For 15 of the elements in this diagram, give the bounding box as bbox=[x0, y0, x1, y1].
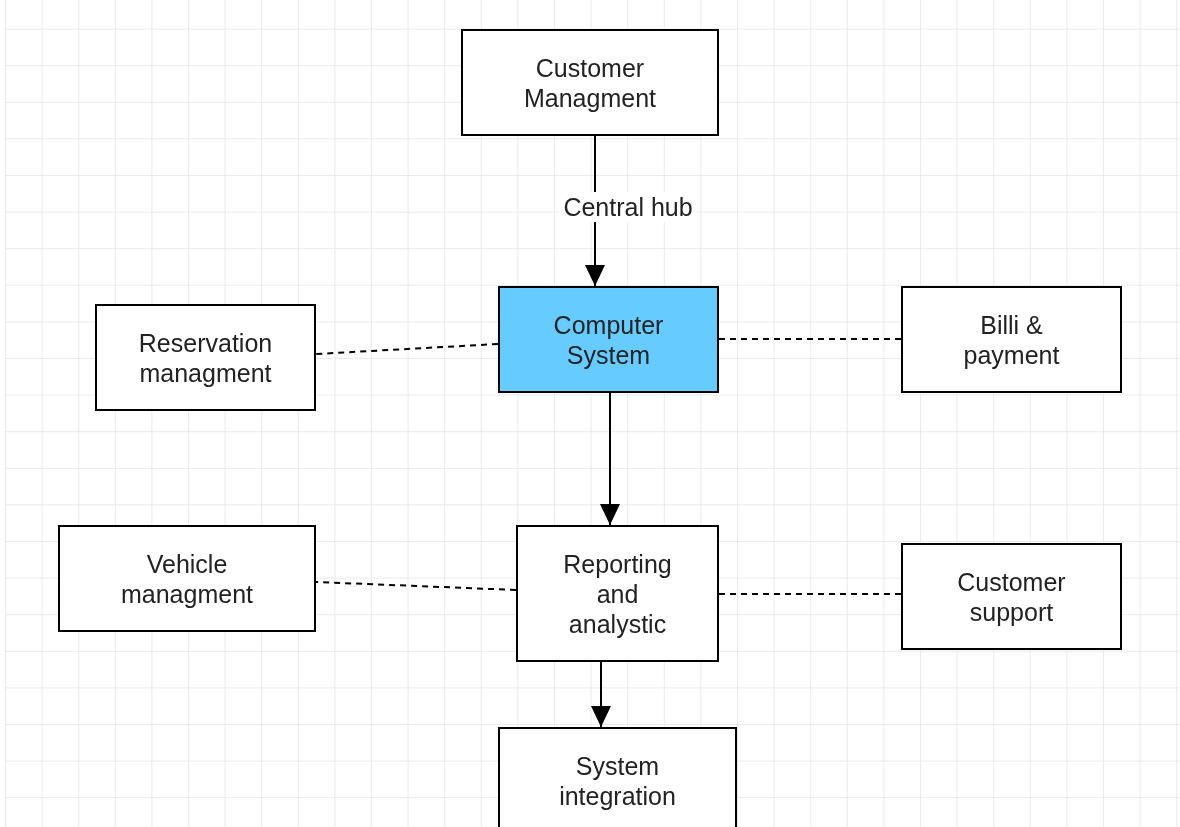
dashed-connector bbox=[315, 343, 499, 355]
arrow bbox=[591, 661, 611, 728]
process-box: Customer support bbox=[901, 543, 1122, 650]
edge-label: Central hub bbox=[559, 192, 697, 222]
process-box: Reservation managment bbox=[95, 304, 316, 411]
dashed-connector bbox=[718, 338, 902, 340]
process-box: Reporting and analystic bbox=[516, 525, 719, 662]
process-box: Billi & payment bbox=[901, 286, 1122, 393]
arrow bbox=[600, 392, 620, 526]
process-box: Computer System bbox=[498, 286, 719, 393]
dashed-connector bbox=[315, 581, 517, 591]
dashed-connector bbox=[718, 593, 902, 595]
process-box: Vehicle managment bbox=[58, 525, 316, 632]
process-box: Customer Managment bbox=[461, 29, 719, 136]
process-box: System integration bbox=[498, 727, 737, 827]
